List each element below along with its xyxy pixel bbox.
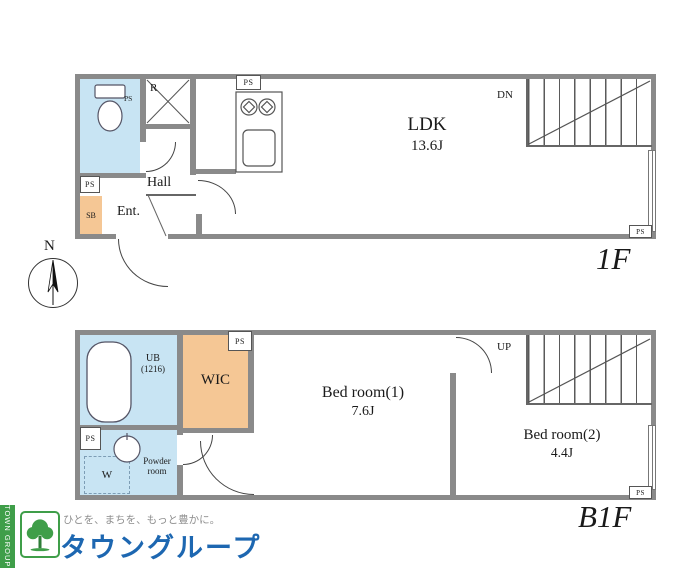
door-arc <box>118 239 168 287</box>
stairs-b1f <box>528 335 651 403</box>
entrance-step-diagonal <box>147 194 167 237</box>
tree-icon <box>26 518 54 551</box>
hall-label: Hall <box>147 175 172 190</box>
door-arc <box>200 441 254 495</box>
wall <box>177 465 183 495</box>
wall <box>80 425 180 430</box>
logo-brand-text: タウングループ <box>60 533 262 564</box>
bedroom2-label: Bed room(2) 4.4J <box>492 427 632 461</box>
wall <box>248 335 254 433</box>
pipe-space-label: PS <box>124 94 133 103</box>
bedroom2-name: Bed room(2) <box>523 427 601 443</box>
logo-vertical-text: TOWN GROUP <box>3 505 12 568</box>
wall <box>75 330 80 500</box>
powder-line2: room <box>147 466 167 476</box>
wall <box>75 234 656 239</box>
bath-room <box>80 335 177 425</box>
ldk-name: LDK <box>407 114 447 135</box>
wall <box>75 74 80 239</box>
wall <box>75 74 656 79</box>
wic-label: WIC <box>200 372 231 388</box>
bedroom1-label: Bed room(1) 7.6J <box>298 384 428 420</box>
door-arc <box>456 337 492 373</box>
wall <box>146 124 196 129</box>
stairs-edge <box>526 79 528 147</box>
ldk-label: LDK 13.6J <box>382 114 472 155</box>
entrance-step-line <box>146 194 196 196</box>
unit-bath-name: UB <box>146 353 160 364</box>
logo-tagline: ひとを、まちを、もっと豊かに。 <box>63 514 221 526</box>
floor-label-1f: 1F <box>596 241 631 276</box>
wall <box>196 169 236 174</box>
down-stairs-label: DN <box>497 89 513 101</box>
entrance-label: Ent. <box>117 204 140 219</box>
pipe-space: PS <box>80 427 101 450</box>
bedroom1-name: Bed room(1) <box>321 384 405 401</box>
wall <box>75 330 656 335</box>
washer-space: W <box>84 456 130 494</box>
powder-room-label: Powder room <box>136 456 178 476</box>
north-label: N <box>44 238 55 254</box>
pipe-space: PS <box>80 176 100 193</box>
stairs-1f <box>528 79 651 145</box>
logo-tree-box <box>20 511 60 558</box>
stairs-edge <box>526 145 652 147</box>
pipe-space: PS <box>236 75 261 90</box>
ldk-size: 13.6J <box>410 138 444 154</box>
wall <box>140 79 146 142</box>
wall <box>190 79 196 175</box>
wall <box>183 428 251 433</box>
entrance-opening <box>116 234 168 239</box>
pipe-space: PS <box>629 225 652 238</box>
bedroom2-size: 4.4J <box>550 445 574 460</box>
logo-vertical-bar: TOWN GROUP <box>0 505 15 568</box>
shoe-box: SB <box>80 196 102 234</box>
wall <box>177 335 183 435</box>
window <box>648 150 656 232</box>
stairs-edge <box>526 335 528 405</box>
window <box>648 425 656 490</box>
door-arc <box>198 180 236 214</box>
wall <box>651 330 656 500</box>
pipe-space: PS <box>228 331 252 351</box>
stairs-edge <box>526 403 652 405</box>
door-arc <box>146 142 176 172</box>
wall <box>80 173 146 178</box>
up-stairs-label: UP <box>497 341 512 353</box>
refrigerator-space-label: R <box>150 82 158 94</box>
floor-label-b1f: B1F <box>578 499 632 534</box>
kitchen-stove-icon <box>235 91 283 173</box>
unit-bath-size: (1216) <box>141 364 165 374</box>
wall <box>196 214 202 234</box>
pipe-space: PS <box>629 486 652 499</box>
compass <box>28 258 78 308</box>
wall <box>450 373 456 500</box>
wall <box>75 495 656 500</box>
unit-bath-label: UB (1216) <box>131 353 175 374</box>
bedroom1-size: 7.6J <box>351 404 375 419</box>
powder-line1: Powder <box>143 456 171 466</box>
